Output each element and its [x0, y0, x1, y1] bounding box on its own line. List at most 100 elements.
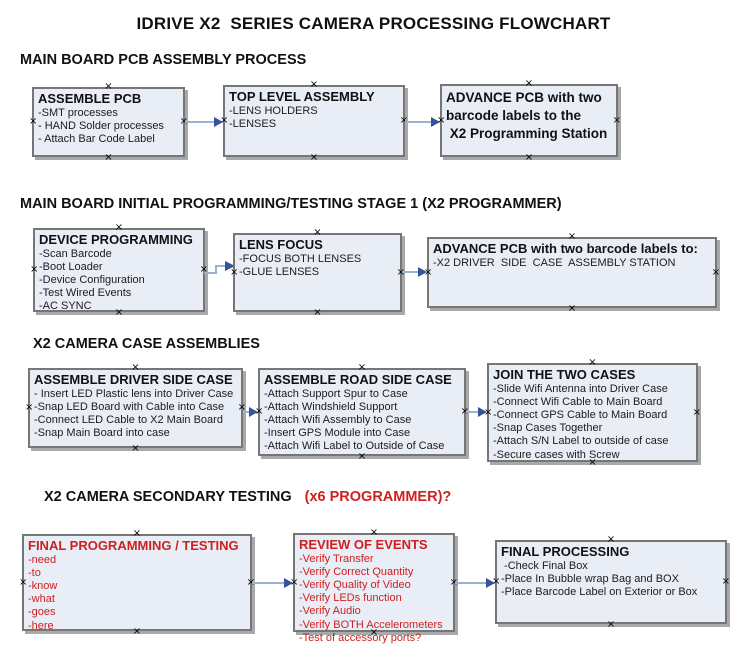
connection-point-icon: ×	[524, 152, 534, 163]
flow-arrow	[405, 117, 440, 127]
box-item: - HAND Solder processes	[38, 119, 164, 132]
section-heading-pcb-assembly: MAIN BOARD PCB ASSEMBLY PROCESS	[20, 52, 307, 68]
box-item: -Verify Correct Quantity	[299, 565, 414, 578]
connection-point-icon: ×	[132, 528, 142, 539]
flow-box-advance-pcb-programming-station[interactable]: ADVANCE PCB with two barcode labels to t…	[437, 78, 621, 163]
box-title: ADVANCE PCB with two barcode labels to t…	[446, 90, 608, 142]
box-item: -Slide Wifi Antenna into Driver Case	[493, 382, 668, 395]
box-title: ASSEMBLE DRIVER SIDE CASE	[34, 372, 233, 387]
box-title: LENS FOCUS	[239, 237, 323, 252]
box-item: -Snap Cases Together	[493, 422, 603, 435]
connection-point-icon: ×	[131, 362, 140, 373]
flow-box-join-the-two-cases[interactable]: JOIN THE TWO CASES -Slide Wifi Antenna i…	[484, 357, 701, 468]
section-heading-secondary-testing: X2 CAMERA SECONDARY TESTING (x6 PROGRAMM…	[44, 489, 451, 505]
box-item: -Device Configuration	[39, 273, 145, 286]
connection-point-icon: ×	[588, 357, 597, 368]
box-item: -Verify Transfer	[299, 552, 374, 565]
flow-box-assemble-driver-side-case[interactable]: ASSEMBLE DRIVER SIDE CASE - Insert LED P…	[25, 362, 246, 454]
connection-point-icon: ×	[313, 307, 322, 318]
connection-point-icon: ×	[29, 116, 38, 127]
box-item: -Verify Audio	[299, 605, 361, 618]
connection-point-icon: ×	[131, 443, 140, 454]
box-item: -Verify Quality of Video	[299, 578, 411, 591]
connection-point-icon: ×	[357, 362, 367, 373]
box-item: -Place In Bubble wrap Bag and BOX	[501, 572, 679, 585]
connection-point-icon: ×	[567, 231, 577, 242]
box-item: -LENSES	[229, 117, 277, 130]
connection-point-icon: ×	[114, 222, 124, 233]
connection-point-icon: ×	[711, 266, 720, 278]
box-title: REVIEW OF EVENTS	[299, 537, 428, 552]
box-title: FINAL PROCESSING	[501, 544, 630, 559]
box-item: -Test Wired Events	[39, 287, 132, 300]
box-item: -FOCUS BOTH LENSES	[239, 252, 362, 265]
box-item: -Attach S/N Label to outside of case	[493, 435, 669, 448]
box-item: -Connect LED Cable to X2 Main Board	[34, 413, 223, 426]
box-item: -to	[28, 566, 41, 579]
box-item: -Boot Loader	[39, 260, 103, 273]
flow-arrow	[185, 117, 223, 127]
box-item: -Check Final Box	[501, 559, 588, 572]
connection-point-icon: ×	[309, 79, 319, 90]
box-item: -Attach Windshield Support	[264, 400, 398, 413]
box-item: -Scan Barcode	[39, 247, 112, 260]
section-heading-black-part: X2 CAMERA SECONDARY TESTING	[44, 489, 296, 505]
box-item: - Insert LED Plastic lens into Driver Ca…	[34, 387, 234, 400]
box-item: -GLUE LENSES	[239, 265, 320, 278]
connection-point-icon: ×	[567, 303, 577, 314]
box-title: ASSEMBLE PCB	[38, 91, 142, 106]
box-item: -SMT processes	[38, 106, 118, 119]
box-item: -Snap Main Board into case	[34, 427, 170, 440]
connection-point-icon: ×	[524, 78, 534, 89]
box-item: -X2 DRIVER SIDE CASE ASSEMBLY STATION	[433, 256, 676, 269]
flow-box-assemble-pcb[interactable]: ASSEMBLE PCB -SMT processes - HAND Solde…	[29, 81, 188, 163]
box-item: -know	[28, 579, 58, 592]
flow-box-lens-focus[interactable]: LENS FOCUS -FOCUS BOTH LENSES -GLUE LENS…	[230, 228, 405, 318]
flow-box-review-of-events[interactable]: REVIEW OF EVENTS -Verify Transfer -Verif…	[290, 528, 458, 644]
flow-box-final-programming-testing[interactable]: FINAL PROGRAMMING / TESTING -need -to -k…	[19, 528, 255, 637]
flow-box-device-programming[interactable]: DEVICE PROGRAMMING -Scan Barcode -Boot L…	[30, 222, 208, 318]
connection-point-icon: ×	[104, 152, 113, 163]
box-title: ADVANCE PCB with two barcode labels to:	[433, 241, 698, 256]
box-title: TOP LEVEL ASSEMBLY	[229, 89, 375, 104]
connection-point-icon: ×	[357, 451, 367, 462]
box-item: -Verify BOTH Accelerometers	[299, 618, 443, 631]
section-heading-red-part: (x6 PROGRAMMER)?	[304, 489, 452, 505]
flow-box-final-processing[interactable]: FINAL PROCESSING -Check Final Box -Place…	[492, 535, 730, 630]
connection-point-icon: ×	[309, 152, 319, 163]
flow-box-assemble-road-side-case[interactable]: ASSEMBLE ROAD SIDE CASE -Attach Support …	[255, 362, 469, 462]
box-item: -Snap LED Board with Cable into Case	[34, 400, 225, 413]
box-item: -AC SYNC	[39, 300, 92, 313]
flow-arrow	[455, 578, 495, 588]
box-item: -Test of accessory ports?	[299, 631, 422, 644]
box-title: FINAL PROGRAMMING / TESTING	[28, 538, 239, 553]
connection-point-icon: ×	[721, 576, 730, 587]
flow-arrow	[243, 407, 258, 417]
page-title: IDRIVE X2 SERIES CAMERA PROCESSING FLOWC…	[136, 14, 611, 33]
box-title: DEVICE PROGRAMMING	[39, 232, 193, 247]
connection-point-icon: ×	[104, 81, 113, 92]
flow-arrow	[204, 261, 235, 274]
box-item: -Verify LEDs function	[299, 592, 402, 605]
section-heading-case-assemblies: X2 CAMERA CASE ASSEMBLIES	[33, 336, 260, 352]
box-item: -Attach Wifi Label to Outside of Case	[264, 440, 445, 453]
box-title: JOIN THE TWO CASES	[493, 367, 636, 382]
connection-point-icon: ×	[19, 576, 28, 588]
box-item: -Place Barcode Label on Exterior or Box	[501, 585, 698, 598]
flow-box-advance-pcb-driver-side[interactable]: ADVANCE PCB with two barcode labels to: …	[424, 231, 720, 314]
flow-arrow	[402, 267, 427, 277]
box-item: - Attach Bar Code Label	[38, 132, 155, 145]
flow-arrow	[466, 407, 487, 417]
connection-point-icon: ×	[612, 114, 621, 126]
box-item: -Attach Wifi Assembly to Case	[264, 413, 412, 426]
box-item: -here	[28, 619, 54, 632]
flow-box-top-level-assembly[interactable]: TOP LEVEL ASSEMBLY -LENS HOLDERS -LENSES…	[220, 79, 408, 163]
box-item: -Connect GPS Cable to Main Board	[493, 408, 668, 421]
box-item: -Secure cases with Screw	[493, 448, 620, 461]
box-item: -Connect Wifi Cable to Main Board	[493, 395, 663, 408]
connection-point-icon: ×	[25, 402, 34, 413]
connection-point-icon: ×	[692, 406, 701, 418]
connection-point-icon: ×	[30, 264, 39, 275]
box-item: -Insert GPS Module into Case	[264, 427, 411, 440]
